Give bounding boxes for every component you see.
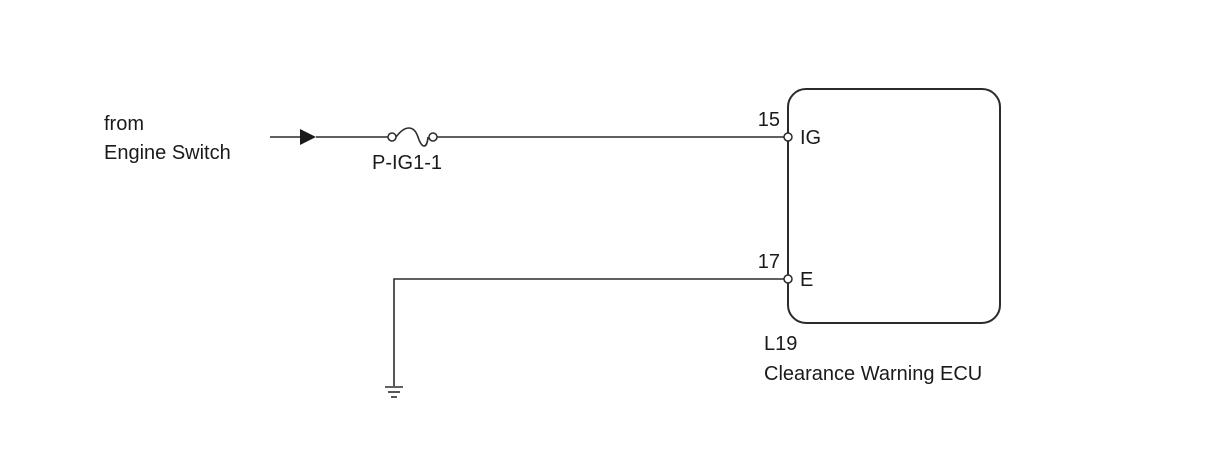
fuse-label: P-IG1-1 [372, 152, 442, 174]
pin-17-name: E [800, 269, 813, 291]
source-label-line2: Engine Switch [104, 142, 231, 164]
ground-icon [385, 386, 403, 398]
terminal-17 [783, 274, 793, 284]
pin-17-number: 17 [758, 251, 780, 273]
arrow-right-icon [270, 129, 316, 145]
fuse-symbol [387, 127, 438, 147]
ecu-connector-code: L19 [764, 333, 797, 355]
terminal-15 [783, 132, 793, 142]
ecu-name: Clearance Warning ECU [764, 363, 982, 385]
ecu-box [787, 88, 1001, 324]
pin-15-name: IG [800, 127, 821, 149]
source-label-line1: from [104, 113, 144, 135]
pin-15-number: 15 [758, 109, 780, 131]
wire-ground [393, 278, 784, 386]
